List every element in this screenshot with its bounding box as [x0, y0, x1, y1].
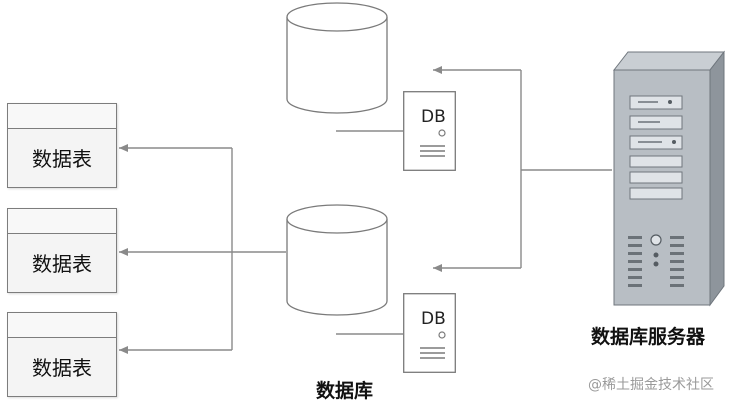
data-table-box: 数据表 [7, 208, 117, 293]
database-server-icon [612, 50, 726, 307]
table-header-strip [8, 209, 116, 234]
data-table-box: 数据表 [7, 103, 117, 188]
db-server-icon: DB [403, 293, 456, 373]
data-table-box: 数据表 [7, 312, 117, 397]
table-label: 数据表 [32, 252, 92, 276]
server-caption: 数据库服务器 [591, 326, 706, 348]
watermark: @稀土掘金技术社区 [588, 377, 714, 393]
table-header-strip [8, 313, 116, 338]
database-cylinder-icon [286, 2, 388, 114]
db-server-icon: DB [403, 91, 456, 171]
table-label: 数据表 [32, 356, 92, 380]
table-label: 数据表 [32, 147, 92, 171]
table-header-strip [8, 104, 116, 129]
database-cylinder-icon [286, 204, 388, 316]
db-icon-label: DB [421, 107, 446, 127]
db-icon-label: DB [421, 309, 446, 329]
database-caption: 数据库 [316, 380, 374, 402]
